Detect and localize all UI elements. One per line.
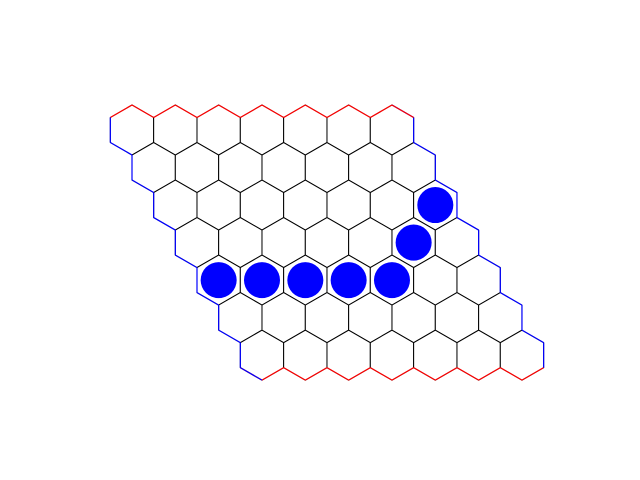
top-red-edge: [283, 104, 306, 119]
left-blue-edge: [218, 329, 241, 344]
left-blue-edge: [153, 217, 176, 231]
bottom-red-edge: [521, 367, 544, 381]
bottom-red-edge: [370, 367, 393, 381]
top-red-edge: [348, 104, 371, 119]
top-red-edge: [391, 104, 414, 119]
right-blue-edge: [413, 141, 436, 156]
right-blue-edge: [456, 217, 479, 231]
bottom-red-edge: [478, 367, 501, 381]
blue-stone-r4-c4: [373, 262, 410, 299]
stones-layer: [200, 187, 454, 299]
left-blue-edge: [131, 179, 154, 194]
blue-stone-r4-c1: [243, 262, 280, 299]
bottom-red-edge: [413, 367, 436, 381]
bottom-red-edge: [326, 367, 349, 381]
top-red-edge: [240, 104, 263, 119]
bottom-red-edge: [456, 367, 479, 381]
edges-layer: [109, 104, 545, 381]
top-red-edge: [153, 104, 176, 119]
bottom-red-edge: [348, 367, 371, 381]
bottom-red-edge: [435, 367, 458, 381]
top-red-edge: [110, 104, 133, 119]
right-blue-edge: [500, 292, 523, 306]
bottom-red-edge: [261, 367, 284, 381]
bottom-red-edge: [283, 367, 306, 381]
blue-stone-r4-c0: [200, 262, 237, 299]
right-blue-edge: [478, 254, 501, 269]
left-blue-edge: [175, 254, 198, 269]
bottom-red-edge: [500, 367, 523, 381]
bottom-red-edge: [305, 367, 328, 381]
blue-stone-r2-c6: [417, 187, 454, 224]
right-blue-edge: [435, 179, 458, 194]
top-red-edge: [175, 104, 198, 119]
top-red-edge: [131, 104, 154, 119]
top-red-edge: [218, 104, 241, 119]
top-red-edge: [261, 104, 284, 119]
bottom-red-edge: [391, 367, 414, 381]
right-blue-edge: [521, 329, 544, 344]
left-blue-edge: [196, 292, 219, 306]
blue-stone-r4-c3: [330, 262, 367, 299]
blue-stone-r3-c5: [395, 224, 432, 261]
top-red-edge: [305, 104, 328, 119]
top-red-edge: [326, 104, 349, 119]
left-blue-edge: [110, 141, 133, 156]
top-red-edge: [196, 104, 219, 119]
left-blue-edge: [240, 367, 263, 381]
top-red-edge: [370, 104, 393, 119]
blue-stone-r4-c2: [287, 262, 324, 299]
